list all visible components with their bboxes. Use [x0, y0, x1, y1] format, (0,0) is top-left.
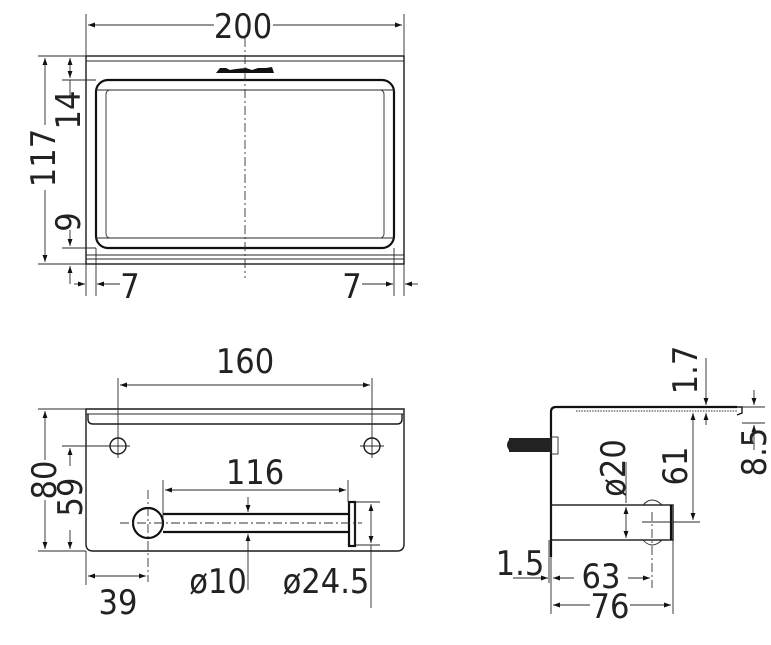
back-plate	[85, 408, 405, 552]
dim-shelf-thickness-1-7: 1.7	[666, 346, 706, 395]
dim-cap-diameter-24-5: ø24.5	[283, 562, 370, 602]
dim-right-margin-7: 7	[342, 267, 361, 307]
dim-bottom-margin-9: 9	[49, 212, 89, 231]
dim-lip-height-8-5: 8.5	[735, 428, 771, 477]
dim-depth-117: 117	[24, 129, 64, 187]
mounting-hole-left	[106, 378, 130, 458]
brand-logo-mark	[216, 67, 274, 73]
dim-bar-offset-39: 39	[99, 583, 138, 623]
wall-anchor	[507, 436, 559, 455]
dim-bar-depth-63: 63	[582, 557, 621, 597]
bar-housing	[550, 504, 674, 541]
shelf-lip-profile	[736, 406, 743, 416]
dim-bar-diameter-10: ø10	[189, 562, 247, 602]
roller-top	[642, 499, 663, 506]
front-view: 160 80 59 116 ø10	[25, 342, 405, 623]
dim-total-depth-76: 76	[591, 587, 630, 627]
dim-tube-diameter-20: ø20	[594, 439, 634, 497]
dim-hole-spacing-160: 160	[216, 342, 274, 382]
top-view: 200 117 14 9 7 7	[24, 7, 418, 307]
shelf-lip	[87, 414, 403, 425]
roll-bar	[120, 490, 362, 582]
mounting-hole-right	[360, 378, 384, 458]
dim-bar-drop-61: 61	[656, 447, 696, 486]
dim-top-margin-14: 14	[49, 91, 89, 130]
dim-left-margin-7: 7	[120, 267, 139, 307]
dim-bar-length-116: 116	[226, 453, 284, 493]
dim-wall-thickness-1-5: 1.5	[496, 544, 545, 584]
side-view: 1.7 8.5 61 ø20 1.5 63 76	[496, 346, 771, 627]
bracket-profile	[549, 405, 737, 557]
dim-bar-height-59: 59	[51, 478, 91, 517]
dim-height-80: 80	[25, 461, 65, 500]
dim-width-200: 200	[214, 7, 272, 47]
end-cap	[347, 500, 357, 548]
